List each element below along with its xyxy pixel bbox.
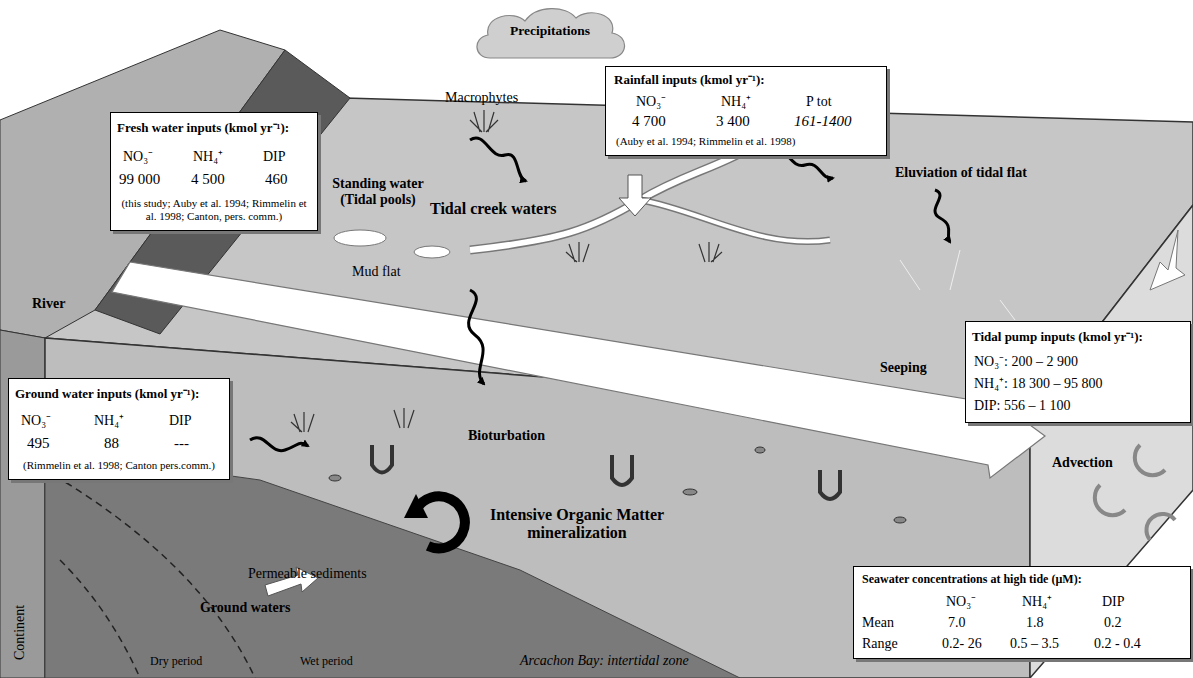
- tidal-pool: [414, 246, 450, 258]
- river-flow-arrow: [112, 262, 1045, 478]
- region-label: Continent: [12, 605, 28, 660]
- table-header: P tot: [806, 94, 832, 110]
- row-header: Mean: [862, 615, 894, 631]
- burrow: [372, 445, 392, 473]
- mineralization-cycle: [416, 496, 465, 548]
- wet-period-line: [45, 470, 255, 678]
- table-value: 495: [27, 435, 50, 452]
- region-label: Tidal creek waters: [430, 200, 557, 218]
- cloud-shape: Precipitations: [470, 4, 630, 62]
- pebble: [755, 447, 765, 453]
- tidal-creek-edge: [640, 200, 830, 242]
- cycle-arrow-head: [404, 494, 428, 518]
- table-header: NO₃⁻: [123, 149, 153, 165]
- burrow: [612, 455, 632, 485]
- box-heading: Fresh water inputs (kmol yr⁻¹):: [117, 121, 289, 136]
- table-value: 4 700: [632, 113, 666, 130]
- region-label: Mud flat: [352, 264, 401, 280]
- table-value: 4 500: [191, 171, 225, 188]
- table-value: 99 000: [119, 171, 160, 188]
- tidal-pump-box: Tidal pump inputs (kmol yr⁻¹): NO₃⁻: 200 …: [965, 321, 1191, 423]
- table-value: 0.2- 26: [942, 636, 982, 652]
- cloud-label: Precipitations: [470, 23, 630, 39]
- advection-arrow: [1135, 445, 1165, 475]
- macrophyte: [291, 412, 314, 432]
- table-header: NH₄⁺: [193, 149, 223, 165]
- table-value: 1.8: [1026, 615, 1044, 631]
- seawater-box: Seawater concentrations at high tide (µM…: [853, 566, 1191, 659]
- process-label: Advection: [1052, 455, 1113, 471]
- flux-value: DIP: 556 – 1 100: [974, 398, 1070, 414]
- period-label: Dry period: [150, 655, 202, 669]
- flux-arrow: [469, 290, 484, 384]
- freshwater-box: Fresh water inputs (kmol yr⁻¹): NO₃⁻ NH₄⁺ D…: [110, 112, 318, 231]
- pebble: [329, 475, 341, 481]
- box-heading: Tidal pump inputs (kmol yr⁻¹):: [972, 330, 1143, 345]
- box-heading: Seawater concentrations at high tide (µM…: [862, 573, 1082, 587]
- flux-arrow: [470, 138, 526, 181]
- table-header: NH₄⁺: [721, 94, 751, 110]
- tidal-pool: [334, 230, 386, 246]
- table-header: DIP: [169, 413, 192, 429]
- flux-arrow: [250, 438, 308, 451]
- pebble: [683, 489, 697, 495]
- process-label: Bioturbation: [468, 428, 545, 444]
- table-header: NO₃⁻: [21, 413, 51, 429]
- pebble: [894, 517, 906, 523]
- region-label: Standing water (Tidal pools): [322, 176, 434, 208]
- region-label: River: [32, 296, 65, 312]
- macrophyte: [699, 242, 722, 262]
- process-label: Ground waters: [200, 600, 290, 616]
- seeping-arrow: [1150, 230, 1185, 290]
- period-label: Wet period: [300, 655, 353, 669]
- table-value: 0.5 – 3.5: [1010, 636, 1059, 652]
- table-value: 161-1400: [794, 113, 852, 130]
- advection-arrow: [1095, 485, 1125, 515]
- table-header: NO₃⁻: [946, 594, 976, 610]
- flux-value: NH₄⁺: 18 300 – 95 800: [974, 376, 1103, 392]
- box-heading: Rainfall inputs (kmol yr⁻¹):: [614, 73, 765, 88]
- flux-value: NO₃⁻: 200 – 2 900: [974, 354, 1078, 370]
- macrophyte: [394, 408, 414, 428]
- groundwater-box: Ground water inputs (kmol yr⁻¹): NO₃⁻ NH₄⁺…: [8, 378, 230, 480]
- layer-label: Permeable sediments: [248, 566, 367, 582]
- flux-arrow: [935, 190, 950, 242]
- macrophyte: [470, 110, 498, 132]
- advection-arrow: [1146, 514, 1175, 540]
- table-header: NO₃⁻: [636, 94, 666, 110]
- macrophyte: [566, 242, 589, 262]
- reference-note: (this study; Auby et al. 1994; Rimmelin …: [117, 197, 311, 222]
- reference-note: (Rimmelin et al. 1998; Canton pers.comm.…: [15, 459, 223, 472]
- tidal-creek: [640, 200, 830, 242]
- dry-period-line: [60, 560, 140, 678]
- process-label: Intensive Organic Matter mineralization: [482, 506, 672, 543]
- rainfall-box: Rainfall inputs (kmol yr⁻¹): NO₃⁻ NH₄⁺ P to…: [605, 66, 887, 156]
- rain-arrow: [619, 175, 651, 216]
- table-value: 0.2 - 0.4: [1094, 636, 1141, 652]
- table-value: 3 400: [716, 113, 750, 130]
- plant-label: Macrophytes: [445, 90, 518, 106]
- box-heading: Ground water inputs (kmol yr⁻¹):: [15, 387, 199, 402]
- table-value: 460: [265, 171, 288, 188]
- creek-rivulets: [900, 250, 1015, 320]
- table-value: 7.0: [948, 615, 966, 631]
- figure-note: Arcachon Bay: intertidal zone: [520, 653, 689, 669]
- reference-note: (Auby et al. 1994; Rimmelin et al. 1998): [616, 135, 806, 148]
- table-header: NH₄⁺: [1022, 594, 1052, 610]
- table-value: ---: [174, 435, 189, 452]
- table-header: DIP: [263, 149, 286, 165]
- table-header: NH₄⁺: [94, 413, 124, 429]
- row-header: Range: [862, 636, 898, 652]
- table-value: 88: [104, 435, 119, 452]
- table-header: DIP: [1102, 594, 1125, 610]
- process-label: Eluviation of tidal flat: [895, 165, 1027, 181]
- permeable-sediment-layer: [45, 450, 740, 678]
- process-label: Seeping: [880, 360, 927, 376]
- table-value: 0.2: [1104, 615, 1122, 631]
- burrow: [820, 470, 840, 499]
